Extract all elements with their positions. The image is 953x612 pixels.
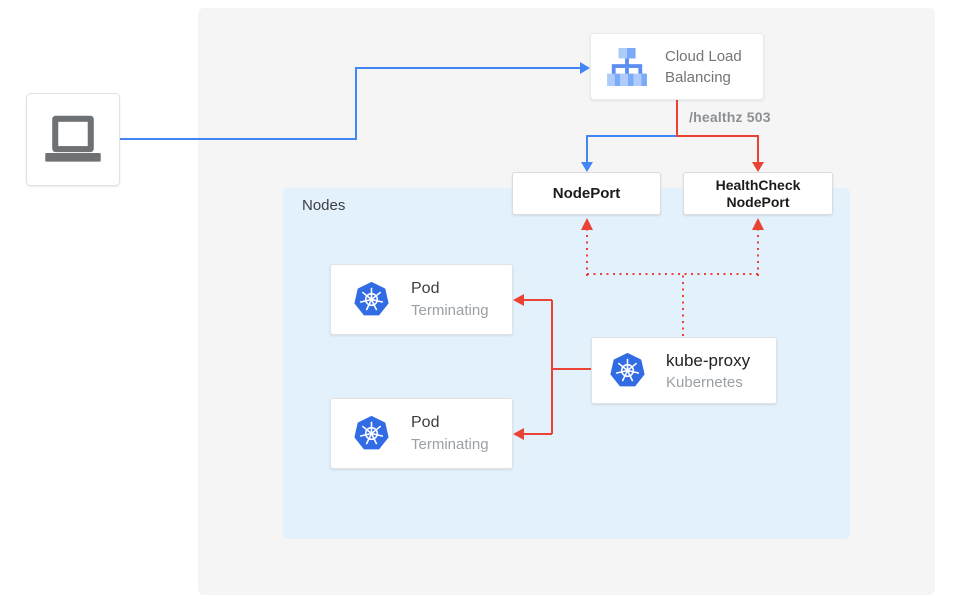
healthcheck-nodeport-label-line1: HealthCheck — [715, 176, 801, 193]
laptop-icon — [45, 115, 101, 162]
client-node — [26, 93, 120, 186]
kube-proxy-title: kube-proxy — [666, 350, 751, 370]
cloud-load-balancing-label: Cloud Load Balancing — [665, 47, 742, 86]
pod-title: Pod — [411, 280, 440, 297]
nodeport-label: NodePort — [552, 185, 621, 202]
healthcheck-nodeport-node: HealthCheck NodePort — [683, 172, 833, 215]
pod-title: Pod — [411, 414, 440, 431]
kube-proxy-node: kube-proxy Kubernetes — [591, 337, 777, 404]
kubernetes-icon — [354, 415, 389, 450]
healthcheck-nodeport-label-line2: NodePort — [726, 193, 790, 210]
nodes-label: Nodes — [302, 197, 346, 214]
kubernetes-icon — [610, 352, 645, 387]
nodeport-node: NodePort — [512, 172, 661, 215]
pod-status: Terminating — [411, 436, 489, 453]
cloud-load-balancing-node: Cloud Load Balancing — [590, 33, 764, 100]
pod-status: Terminating — [411, 302, 489, 319]
kube-proxy-subtitle: Kubernetes — [666, 373, 743, 391]
healthz-503-label: /healthz 503 — [689, 109, 771, 125]
cloud-load-balancing-icon — [607, 47, 647, 86]
pod-node: Pod Terminating — [330, 264, 513, 335]
kubernetes-icon — [354, 281, 389, 316]
pod-node: Pod Terminating — [330, 398, 513, 469]
